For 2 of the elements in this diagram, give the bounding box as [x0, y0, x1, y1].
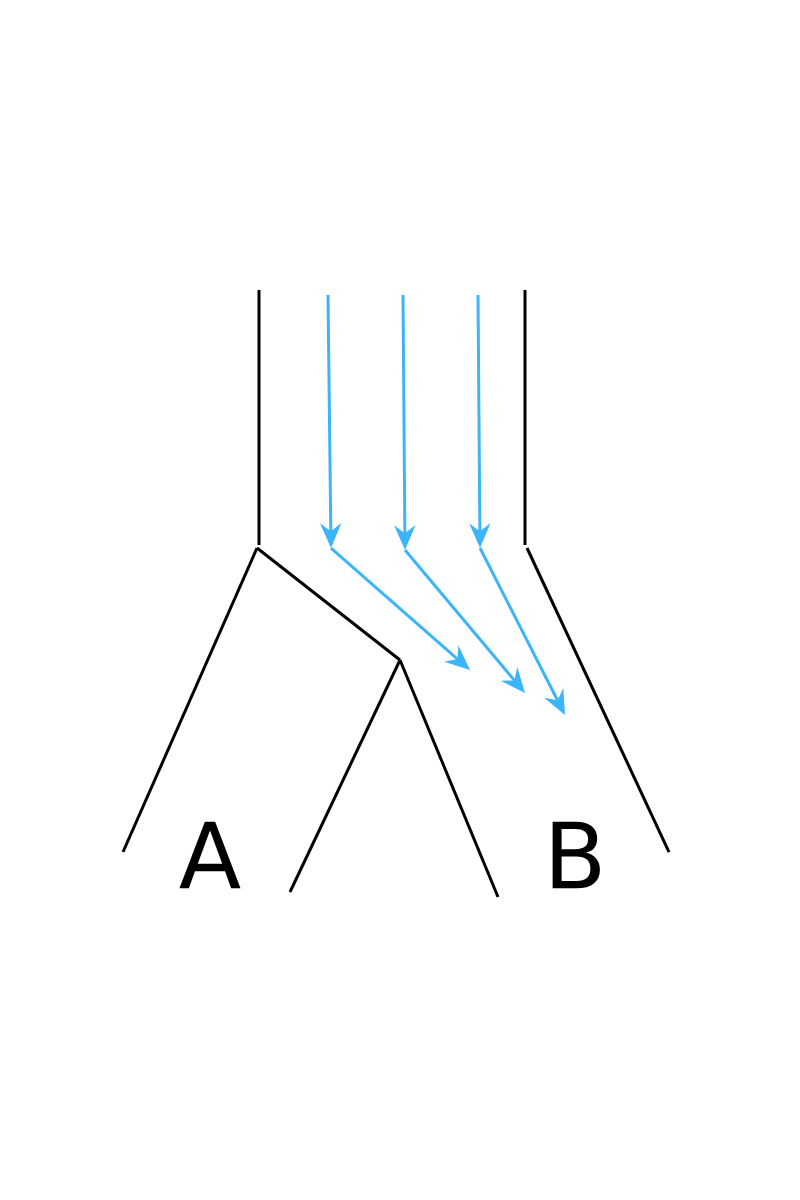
branch-label: A	[179, 821, 241, 889]
branch-label: B	[552, 821, 600, 889]
